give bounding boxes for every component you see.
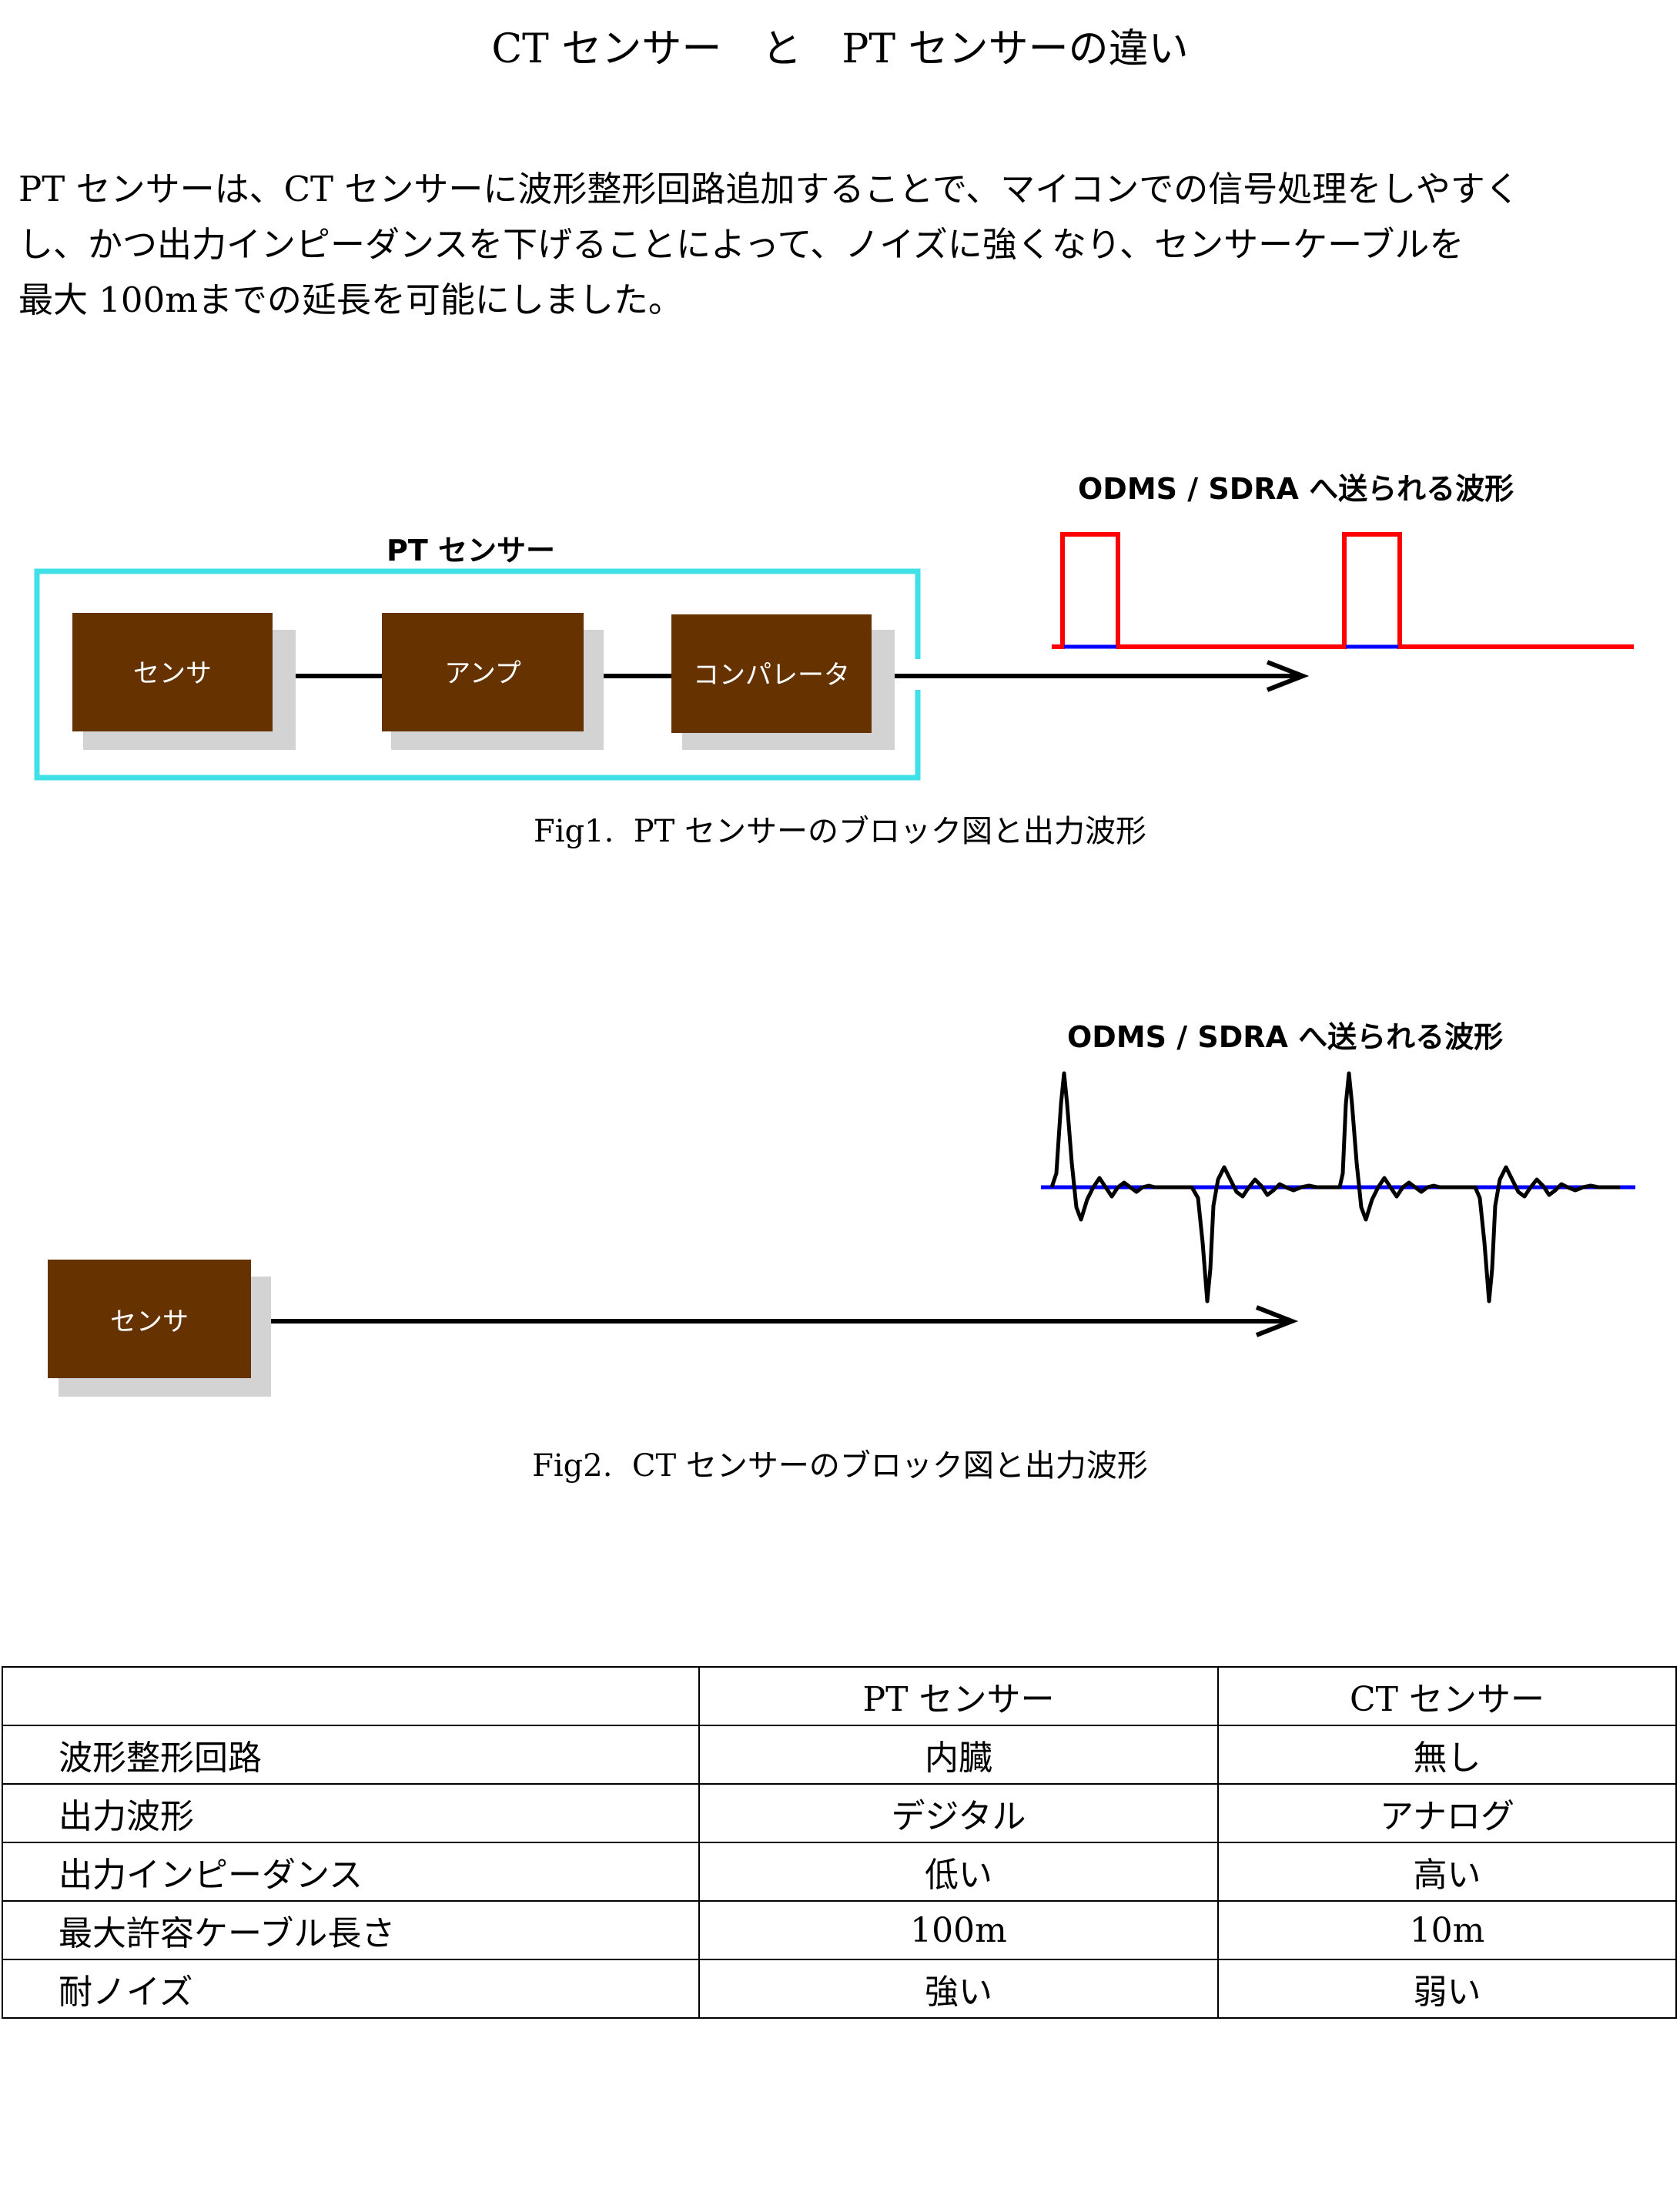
table-row: 耐ノイズ 強い 弱い xyxy=(2,1959,1677,2019)
fig1-group-border xyxy=(34,568,921,781)
fig1-block-label: アンプ xyxy=(444,658,521,689)
intro-line: PT センサーは、CT センサーに波形整形回路追加することで、マイコンでの信号処… xyxy=(18,169,1520,209)
fig1-group-label: PT センサー xyxy=(387,534,555,567)
comparison-table: PT センサー CT センサー 波形整形回路 内臓 無し 出力波形 デジタル ア… xyxy=(2,1666,1677,2019)
fig1-diagram: ODMS / SDRA へ送られる波形 PT センサー センサ アンプ コンパレ… xyxy=(34,472,1634,781)
table-header-cell xyxy=(2,1666,700,1726)
intro-line: し、かつ出力インピーダンスを下げることによって、ノイズに強くなり、センサーケーブ… xyxy=(18,224,1464,265)
table-cell: 出力波形 xyxy=(2,1783,700,1843)
fig2-block-label: センサ xyxy=(110,1307,189,1337)
fig1-block-label: コンパレータ xyxy=(693,660,850,691)
table-cell: 低い xyxy=(698,1842,1219,1902)
fig2-waveform-label: ODMS / SDRA へ送られる波形 xyxy=(1067,1020,1503,1054)
table-header-cell: CT センサー xyxy=(1217,1666,1677,1726)
table-cell: 強い xyxy=(698,1959,1219,2019)
fig1-block-comparator xyxy=(671,614,872,733)
table-cell: 内臓 xyxy=(698,1725,1219,1785)
intro-paragraph: PT センサーは、CT センサーに波形整形回路追加することで、マイコンでの信号処… xyxy=(18,162,1658,328)
fig1-arrowhead xyxy=(1266,660,1310,692)
table-row: 出力波形 デジタル アナログ xyxy=(2,1783,1677,1843)
table-cell: デジタル xyxy=(698,1783,1219,1843)
table-cell: 100m xyxy=(698,1900,1219,1960)
table-row: 出力インピーダンス 低い 高い xyxy=(2,1842,1677,1902)
fig1-pulse-waveform xyxy=(1052,532,1634,649)
fig2-diagram: ODMS / SDRA へ送られる波形 センサ xyxy=(48,1020,1635,1397)
fig1-waveform-label: ODMS / SDRA へ送られる波形 xyxy=(1078,472,1514,506)
table-cell: 最大許容ケーブル長さ xyxy=(2,1900,700,1960)
fig2-caption: Fig2. CT センサーのブロック図と出力波形 xyxy=(532,1448,1148,1484)
table-header-cell: PT センサー xyxy=(698,1666,1219,1726)
table-cell: 弱い xyxy=(1217,1959,1677,2019)
fig2-analog-waveform xyxy=(1049,1071,1620,1303)
fig2-arrowhead xyxy=(1255,1305,1299,1337)
table-row: 波形整形回路 内臓 無し xyxy=(2,1725,1677,1785)
table-cell: 耐ノイズ xyxy=(2,1959,700,2019)
table-row: 最大許容ケーブル長さ 100m 10m xyxy=(2,1900,1677,1960)
fig1-block-amp xyxy=(382,613,584,731)
fig2-block-sensor xyxy=(48,1260,251,1378)
fig1-block-sensor xyxy=(72,613,273,731)
table-header-row: PT センサー CT センサー xyxy=(2,1666,1677,1726)
intro-line: 最大 100mまでの延長を可能にしました。 xyxy=(18,279,683,320)
table-cell: 無し xyxy=(1217,1725,1677,1785)
table-cell: 10m xyxy=(1217,1900,1677,1960)
table-cell: アナログ xyxy=(1217,1783,1677,1843)
page-title: CT センサー と PT センサーの違い xyxy=(491,26,1189,72)
table-cell: 波形整形回路 xyxy=(2,1725,700,1785)
table-cell: 出力インピーダンス xyxy=(2,1842,700,1902)
fig1-block-label: センサ xyxy=(133,658,212,689)
fig1-caption: Fig1. PT センサーのブロック図と出力波形 xyxy=(533,814,1147,849)
table-cell: 高い xyxy=(1217,1842,1677,1902)
